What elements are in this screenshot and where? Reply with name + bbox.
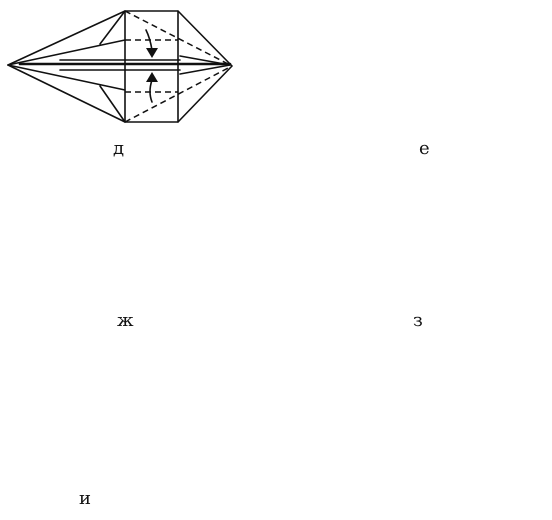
step-i-label: и	[79, 488, 91, 509]
step-d-label: д	[113, 138, 125, 159]
step-d-figure	[7, 10, 233, 123]
step-z-label: з	[413, 310, 423, 331]
step-zh-label: ж	[117, 310, 134, 331]
step-e-label: е	[419, 138, 430, 159]
